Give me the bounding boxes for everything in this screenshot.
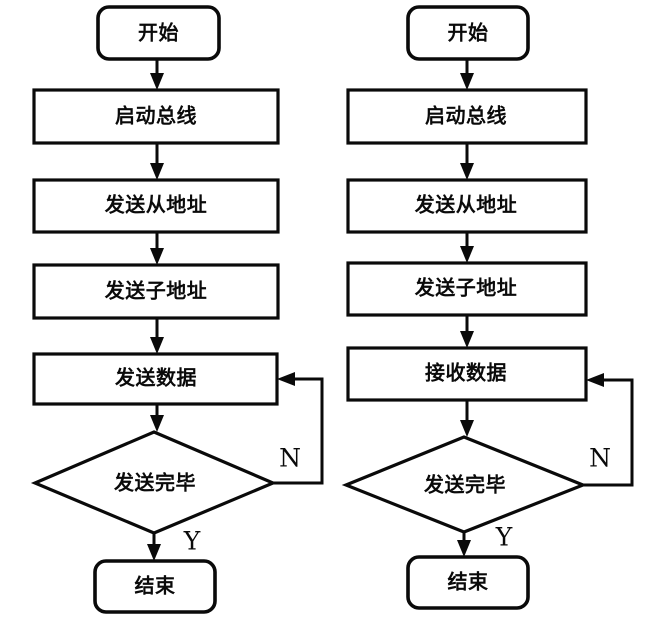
terminator-shape xyxy=(93,559,217,614)
process-shape xyxy=(32,88,280,145)
send-data-flowchart: 开始 启动总线 发送从地址 发送子地址 xyxy=(30,5,324,614)
node-end-send[interactable]: 结束 xyxy=(93,559,217,614)
node-label: 发送子地址 xyxy=(104,279,208,303)
edge-start-to-bus xyxy=(150,59,164,90)
edge-sub-to-data xyxy=(460,315,474,348)
node-decision-send-complete[interactable]: 发送完毕 xyxy=(30,430,278,535)
terminator-shape xyxy=(406,555,530,610)
node-label: 启动总线 xyxy=(115,104,197,128)
node-start-bus-receive[interactable]: 启动总线 xyxy=(346,88,588,145)
edge-bus-to-slave xyxy=(460,143,474,180)
node-label: 发送子地址 xyxy=(414,276,518,300)
edge-sub-to-data xyxy=(150,318,164,354)
node-label: 开始 xyxy=(138,21,179,45)
edge-slave-to-sub xyxy=(460,232,474,263)
node-label: 结束 xyxy=(135,574,176,598)
node-label: 发送完毕 xyxy=(423,473,506,497)
edge-slave-to-sub xyxy=(150,232,164,265)
node-label: 启动总线 xyxy=(425,104,507,128)
node-start-send[interactable]: 开始 xyxy=(96,5,221,61)
node-label: 发送数据 xyxy=(114,366,197,390)
node-label: 结束 xyxy=(448,570,490,594)
receive-data-flowchart: 开始 启动总线 发送从地址 发送子地址 xyxy=(341,5,634,610)
node-start-bus-send[interactable]: 启动总线 xyxy=(32,88,280,145)
edge-label-yes: Y xyxy=(495,523,513,552)
edge-label-yes: Y xyxy=(183,527,201,556)
node-label: 接收数据 xyxy=(425,361,507,385)
node-send-sub-address[interactable]: 发送子地址 xyxy=(346,261,588,317)
edge-bus-to-slave xyxy=(150,143,164,180)
node-decision-send-complete[interactable]: 发送完毕 xyxy=(341,435,588,534)
node-start-receive[interactable]: 开始 xyxy=(406,5,530,61)
node-label: 发送完毕 xyxy=(113,471,196,495)
node-send-slave-address[interactable]: 发送从地址 xyxy=(32,178,280,234)
node-label: 发送从地址 xyxy=(104,193,208,217)
node-label: 发送从地址 xyxy=(414,193,518,217)
node-send-data[interactable]: 发送数据 xyxy=(32,352,279,406)
edge-data-to-decision xyxy=(150,404,164,432)
edge-decision-to-end xyxy=(457,532,471,557)
edge-label-no: N xyxy=(279,444,301,473)
process-shape xyxy=(346,88,588,145)
node-send-slave-address[interactable]: 发送从地址 xyxy=(346,178,588,234)
edge-start-to-bus xyxy=(460,59,474,90)
process-shape xyxy=(32,263,280,320)
edge-decision-to-end xyxy=(147,533,161,561)
node-end-receive[interactable]: 结束 xyxy=(406,555,530,610)
edge-data-to-decision xyxy=(460,400,474,437)
node-label: 开始 xyxy=(448,21,489,45)
edge-label-no: N xyxy=(589,444,611,473)
node-receive-data[interactable]: 接收数据 xyxy=(346,346,588,402)
node-send-sub-address[interactable]: 发送子地址 xyxy=(32,263,280,320)
edge-decision-no-loop xyxy=(583,373,634,487)
edge-decision-no-loop xyxy=(273,372,324,485)
